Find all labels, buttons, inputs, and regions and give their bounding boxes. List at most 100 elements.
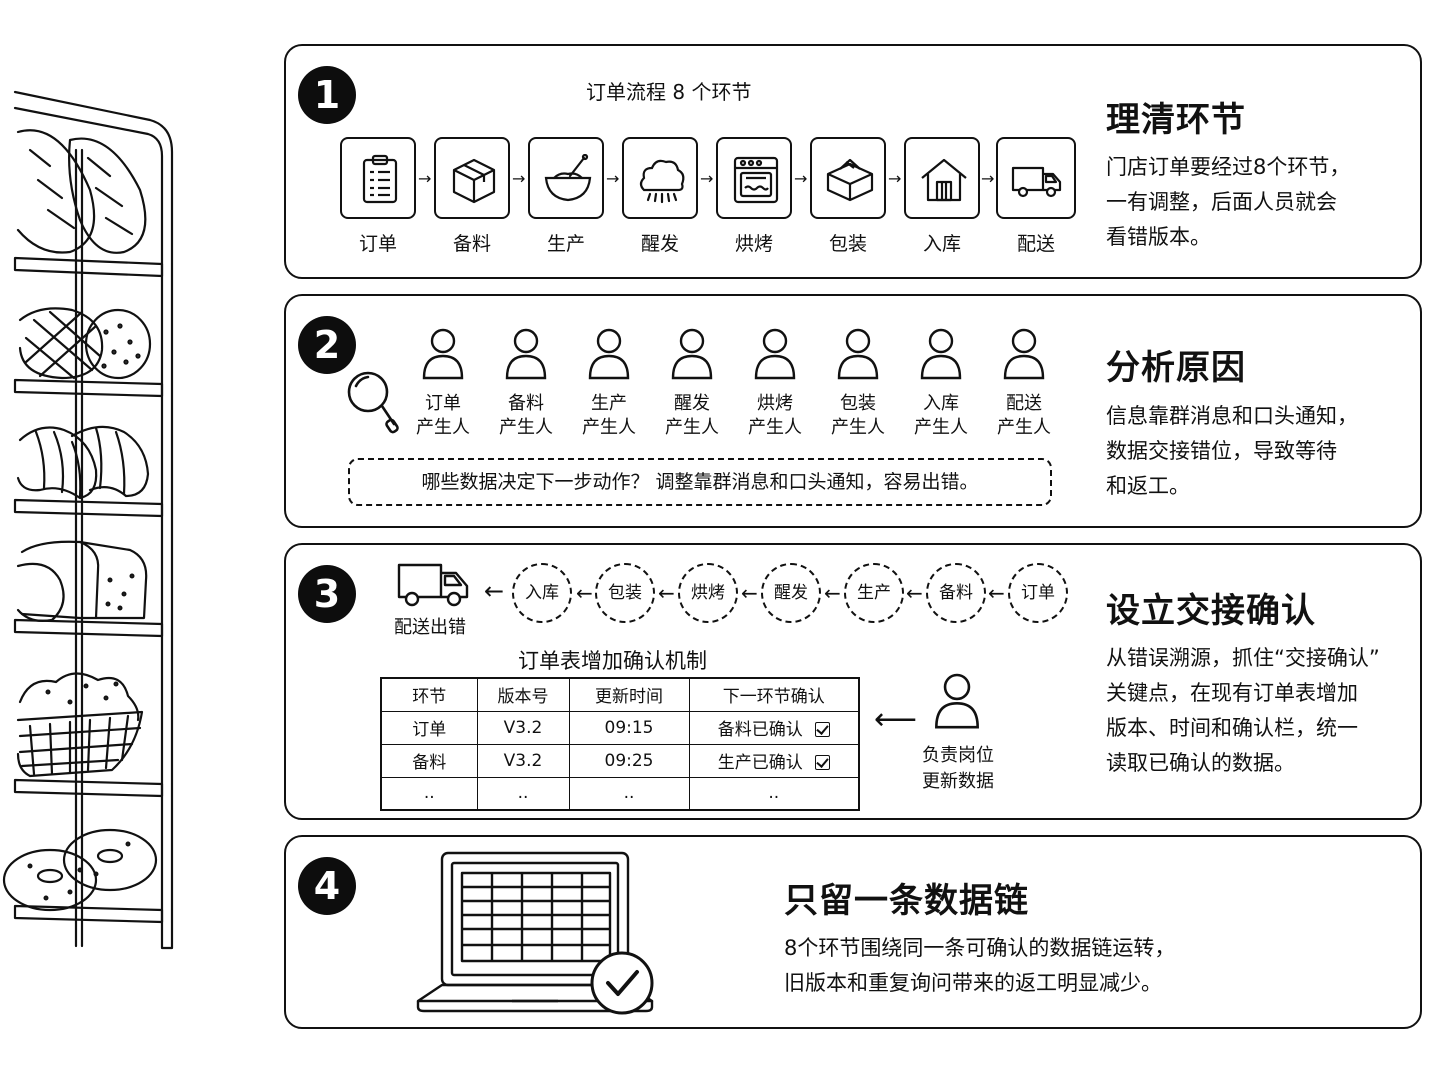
- person-icon: [754, 328, 796, 380]
- panel-title: 理清环节: [1106, 100, 1246, 140]
- table-cell: ..: [568, 776, 690, 811]
- role-label: 配送产生人: [997, 393, 1051, 438]
- panel-description: 从错误溯源，抓住“交接确认” 关键点，在现有订单表增加 版本、时间和确认栏，统一…: [1106, 646, 1380, 775]
- step-label: 入库: [922, 233, 961, 255]
- arrow-left-icon: ←: [824, 581, 841, 605]
- step-number-badge: 1: [298, 66, 356, 124]
- bakery-shelf-illustration: [2, 90, 174, 950]
- warehouse-icon: [921, 158, 967, 202]
- arrow-left-icon: ←: [988, 581, 1005, 605]
- step-box-order: [340, 137, 416, 219]
- panel-analyze-causes: 2 订单产生人 备料产生人 生产产生人 醒发产生人 烘烤产生人 包装产生人 入库…: [284, 294, 1422, 528]
- mixing-bowl-icon: [544, 154, 592, 202]
- table-cell: ..: [380, 776, 478, 811]
- role-label: 烘烤产生人: [748, 393, 802, 438]
- role-label: 备料产生人: [499, 393, 553, 438]
- table-cell: ..: [688, 776, 860, 811]
- role-label: 入库产生人: [914, 393, 968, 438]
- person-icon: [837, 328, 879, 380]
- step-number-badge: 4: [298, 857, 356, 915]
- truck-icon: [397, 563, 469, 607]
- table-header-row: 环节 版本号 更新时间 下一环节确认: [380, 677, 860, 712]
- table-cell: 09:25: [568, 743, 690, 778]
- arrow-left-icon: ←: [658, 581, 675, 605]
- role-label: 订单产生人: [416, 393, 470, 438]
- panel-description: 信息靠群消息和口头通知， 数据交接错位，导致等待 和返工。: [1106, 404, 1358, 498]
- table-row: 备料 V3.2 09:25 生产已确认: [380, 743, 860, 778]
- updater-label: 负责岗位 更新数据: [922, 745, 994, 792]
- step-label: 备料: [452, 233, 491, 255]
- step-box-delivery: [996, 137, 1076, 219]
- step-box-prep: [434, 137, 510, 219]
- question-callout: 哪些数据决定下一步动作？ 调整靠群消息和口头通知，容易出错。: [348, 458, 1052, 506]
- confirm-label: 生产已确认: [717, 753, 803, 773]
- table-row: .. .. .. ..: [380, 776, 860, 811]
- panel-single-data-chain: 4 只留一条数据链 8个环节围绕同一条可确认的数据链运转， 旧版本和重复询问带来…: [284, 835, 1422, 1029]
- table-row: 订单 V3.2 09:15 备料已确认: [380, 710, 860, 745]
- confirm-label: 备料已确认: [717, 720, 803, 740]
- arrow-right-icon: →: [794, 169, 808, 188]
- panel-title: 只留一条数据链: [784, 881, 1029, 921]
- step-box-proof: [622, 137, 698, 219]
- step-label: 订单: [358, 233, 397, 255]
- oven-icon: [733, 156, 779, 204]
- step-label: 醒发: [640, 233, 679, 255]
- table-cell: 备料: [380, 743, 478, 778]
- magnifier-icon: [347, 371, 399, 434]
- table-header: 环节: [380, 677, 478, 712]
- step-label: 包装: [828, 233, 867, 255]
- confirmation-table: 环节 版本号 更新时间 下一环节确认 订单 V3.2 09:15 备料已确认 备…: [380, 677, 860, 811]
- step-box-pack: [810, 137, 886, 219]
- person-icon: [671, 328, 713, 380]
- panel-description: 8个环节围绕同一条可确认的数据链运转， 旧版本和重复询问带来的返工明显减少。: [784, 936, 1176, 995]
- person-icon: [935, 673, 979, 729]
- table-title: 订单表增加确认机制: [518, 649, 707, 673]
- arrow-left-icon: ←: [576, 581, 593, 605]
- trace-node: 入库: [512, 563, 572, 623]
- person-icon: [920, 328, 962, 380]
- trace-node: 醒发: [761, 563, 821, 623]
- arrow-right-icon: →: [981, 169, 995, 188]
- role-label: 生产产生人: [582, 393, 636, 438]
- role-label: 包装产生人: [831, 393, 885, 438]
- table-header: 版本号: [476, 677, 570, 712]
- role-label: 醒发产生人: [665, 393, 719, 438]
- truck-icon: [1011, 166, 1062, 198]
- arrow-right-icon: →: [606, 169, 620, 188]
- arrow-right-icon: →: [700, 169, 714, 188]
- package-icon: [826, 158, 874, 202]
- trace-node: 生产: [844, 563, 904, 623]
- trace-node: 订单: [1008, 563, 1068, 623]
- arrow-left-icon: ←: [741, 581, 758, 605]
- table-cell: 09:15: [568, 710, 690, 745]
- table-cell: V3.2: [476, 710, 570, 745]
- box-icon: [452, 158, 496, 204]
- table-cell: 备料已确认: [688, 710, 860, 745]
- person-icon: [505, 328, 547, 380]
- flow-title: 订单流程 8 个环节: [586, 80, 752, 104]
- person-icon: [588, 328, 630, 380]
- step-label: 烘烤: [734, 233, 773, 255]
- clipboard-icon: [362, 154, 398, 204]
- panel-clarify-steps: 1 订单流程 8 个环节 → → → → → → → 订单 备料 生产 醒发 烘…: [284, 44, 1422, 279]
- trace-node: 包装: [595, 563, 655, 623]
- trace-node: 备料: [926, 563, 986, 623]
- arrow-right-icon: →: [512, 169, 526, 188]
- trace-node: 烘烤: [678, 563, 738, 623]
- step-label: 生产: [546, 233, 585, 255]
- step-box-bake: [716, 137, 792, 219]
- step-number-badge: 3: [298, 565, 356, 623]
- arrow-left-icon: ⟵: [874, 702, 918, 737]
- checkbox-checked-icon: [814, 722, 830, 737]
- table-header: 下一环节确认: [688, 677, 860, 712]
- step-number-badge: 2: [298, 316, 356, 374]
- table-header: 更新时间: [568, 677, 690, 712]
- table-cell: 生产已确认: [688, 743, 860, 778]
- laptop-spreadsheet-icon: [416, 851, 654, 1015]
- table-cell: 订单: [380, 710, 478, 745]
- dough-proof-icon: [639, 159, 685, 204]
- person-icon: [422, 328, 464, 380]
- arrow-left-icon: ←: [484, 577, 505, 605]
- arrow-right-icon: →: [888, 169, 902, 188]
- step-box-produce: [528, 137, 604, 219]
